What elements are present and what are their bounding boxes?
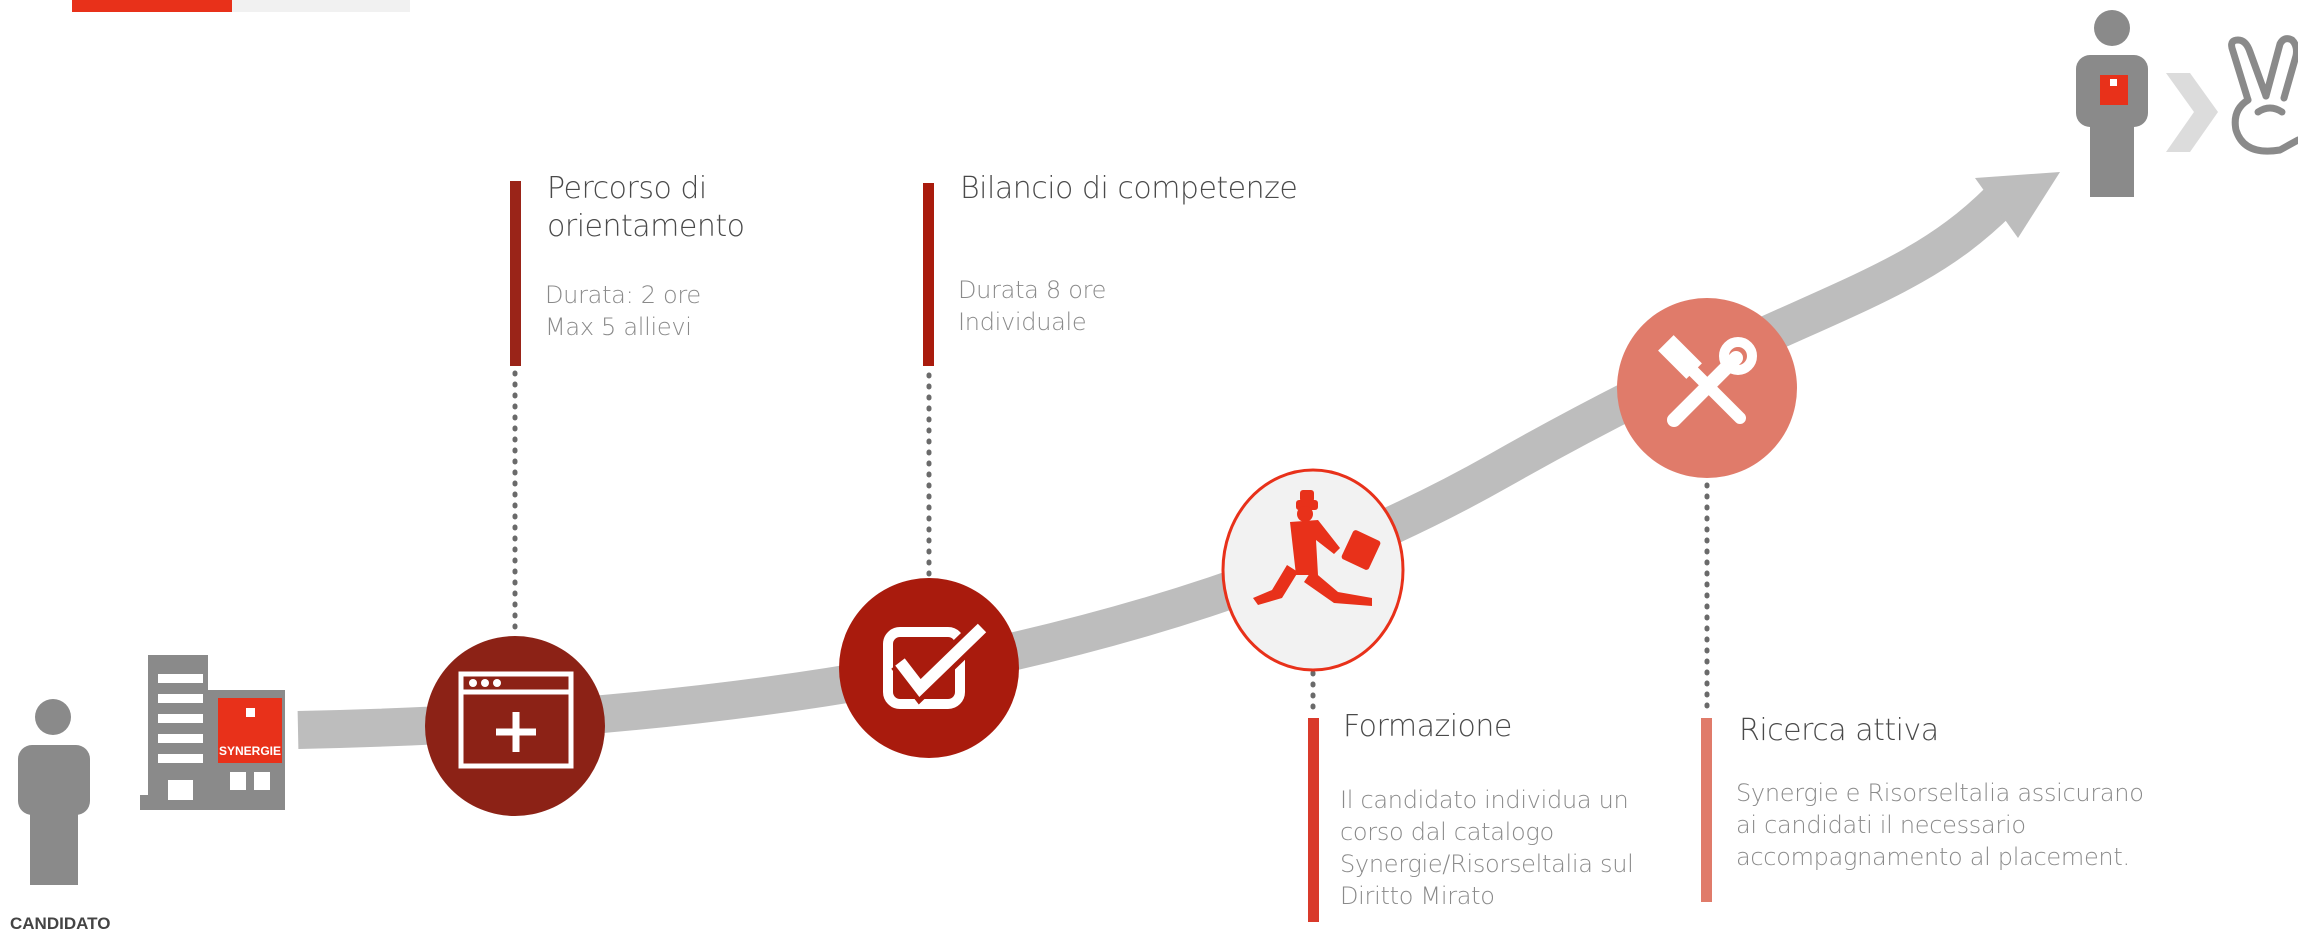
step-4-bar	[1701, 718, 1712, 902]
step-1-body-line2: Max 5 allievi	[545, 313, 692, 341]
header-accent-bar	[72, 0, 232, 12]
step-3-body-line1: Il candidato individua un	[1340, 786, 1629, 814]
step-2-circle	[839, 578, 1019, 758]
chevron-right-icon	[2166, 73, 2218, 152]
step-3-body-line3: Synergie/Risorseltalia sul	[1340, 850, 1634, 878]
step-1-circle	[425, 636, 605, 816]
step-3-body-line4: Diritto Mirato	[1340, 882, 1495, 910]
synergie-logo-text: SYNERGIE	[219, 744, 281, 758]
candidate-label: CANDIDATO	[10, 914, 111, 933]
step-2-body-line2: Individuale	[958, 308, 1087, 336]
journey-arrow	[297, 172, 2060, 749]
step-1-title-line2: orientamento	[547, 209, 745, 244]
step-4-title: Ricerca attiva	[1739, 713, 1939, 748]
running-man-briefcase-icon	[1253, 490, 1381, 606]
step-4-body-line3: accompagnamento al placement.	[1736, 843, 2130, 871]
dotted-connectors	[512, 370, 1710, 715]
step-1-bar	[510, 181, 521, 366]
candidate-person-icon	[18, 699, 90, 885]
add-window-icon	[458, 671, 574, 769]
step-2-title: Bilancio di competenze	[960, 171, 1298, 206]
arrow-head	[1975, 172, 2060, 238]
step-3-bar	[1308, 718, 1319, 922]
step-4-body-line1: Synergie e Risorseltalia assicurano	[1736, 779, 2144, 807]
checkbox-icon	[883, 620, 990, 709]
victory-hand-icon	[2228, 35, 2298, 155]
step-1-body-line1: Durata: 2 ore	[545, 281, 701, 309]
step-3-circle	[1221, 468, 1405, 672]
person-with-badge-icon	[2076, 10, 2148, 197]
hammer-wrench-icon	[1658, 335, 1757, 427]
step-4-circle	[1617, 298, 1797, 478]
header-grey-bar	[232, 0, 410, 12]
step-1-title-line1: Percorso di	[547, 171, 707, 206]
step-3-body-line2: corso dal catalogo	[1340, 818, 1554, 846]
step-3-title: Formazione	[1343, 709, 1512, 744]
synergie-building-icon: SYNERGIE	[140, 655, 285, 810]
step-2-body-line1: Durata 8 ore	[958, 276, 1107, 304]
step-4-body-line2: ai candidati il necessario	[1736, 811, 2026, 839]
step-2-bar	[923, 183, 934, 366]
